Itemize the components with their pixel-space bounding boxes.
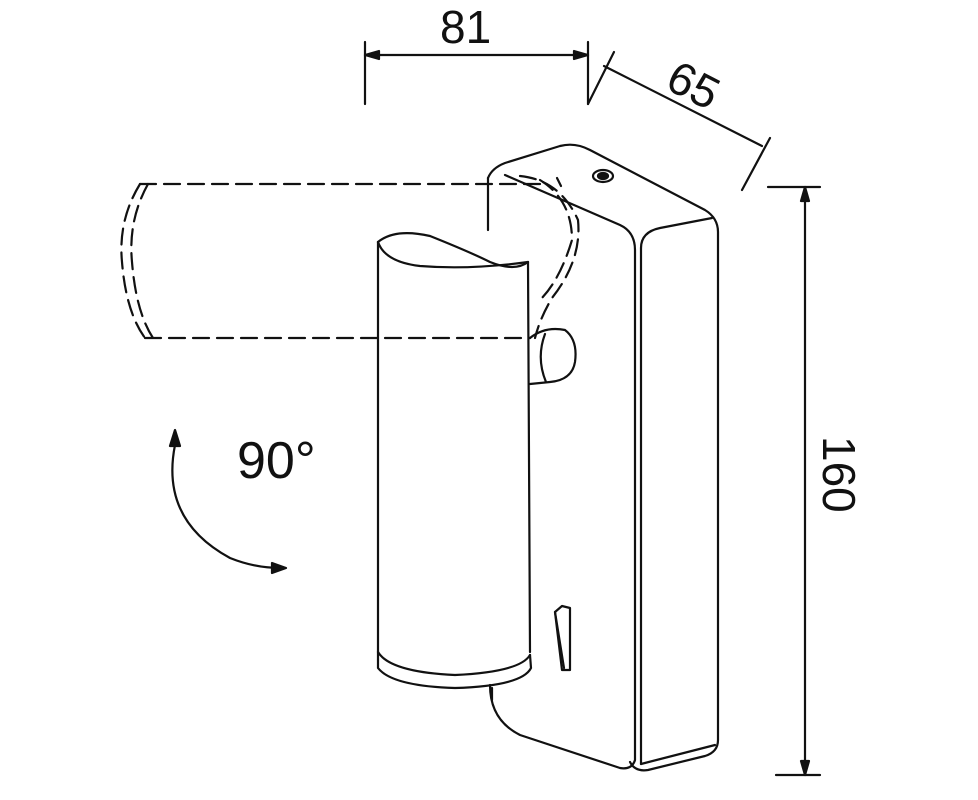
rotated-head-outline <box>120 174 580 340</box>
rotation-label: 90° <box>237 432 316 490</box>
height-label: 160 <box>813 436 865 513</box>
wall-plate <box>486 143 720 772</box>
height-dimension-line <box>766 185 822 777</box>
depth-dimension-line <box>586 50 772 192</box>
rotation-arrow <box>168 428 288 575</box>
rocker-switch <box>553 604 572 672</box>
pivot-knob <box>528 327 577 386</box>
lamp-head <box>376 231 533 702</box>
width-label: 81 <box>440 1 492 53</box>
width-dimension-line <box>363 40 590 106</box>
